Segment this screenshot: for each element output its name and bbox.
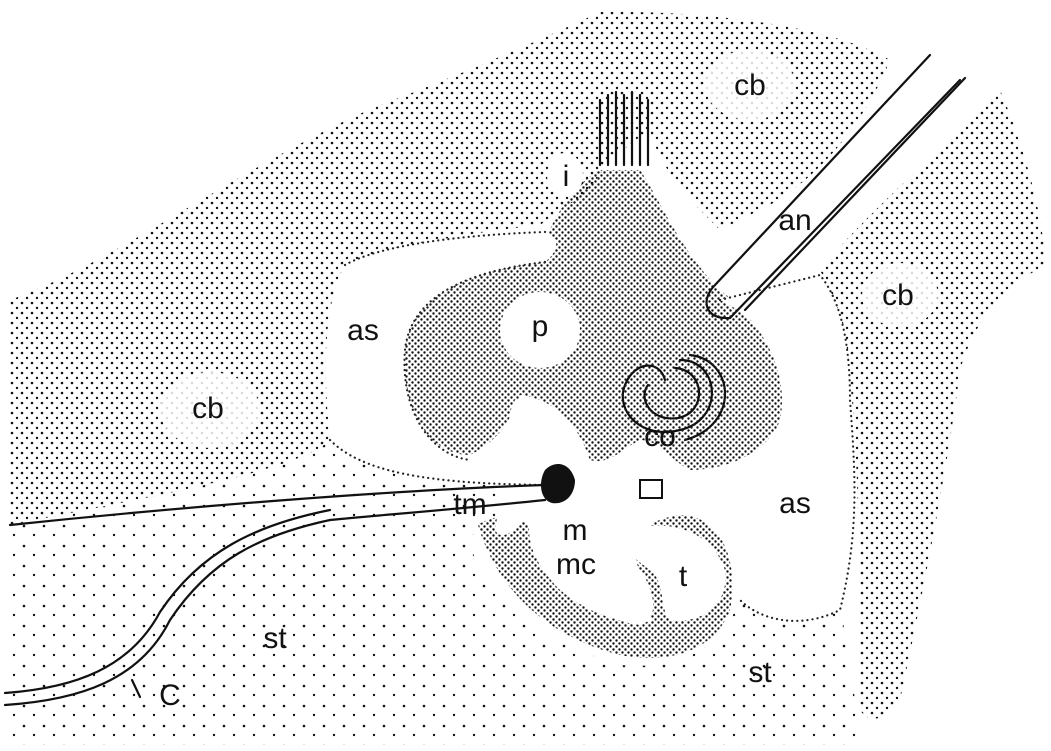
label-t: t [679, 560, 688, 593]
label-cb-right: cb [882, 279, 914, 312]
label-mc: mc [556, 548, 596, 581]
skull-right-region [820, 90, 1045, 719]
label-cb-top: cb [734, 69, 766, 102]
label-as-right: as [779, 487, 811, 520]
stapes-plate [640, 480, 662, 498]
label-st-right: st [748, 656, 772, 689]
label-c: C [159, 679, 181, 712]
label-st-left: st [263, 622, 287, 655]
label-cb-left: cb [192, 392, 224, 425]
label-i: i [563, 160, 570, 193]
label-p: p [532, 310, 549, 343]
label-as-left: as [347, 314, 379, 347]
label-an: an [778, 204, 811, 237]
label-tm: tm [453, 488, 486, 521]
label-m: m [563, 514, 588, 547]
label-co: co [644, 420, 676, 453]
hair-bundle [600, 92, 648, 165]
ossicle [541, 464, 575, 503]
